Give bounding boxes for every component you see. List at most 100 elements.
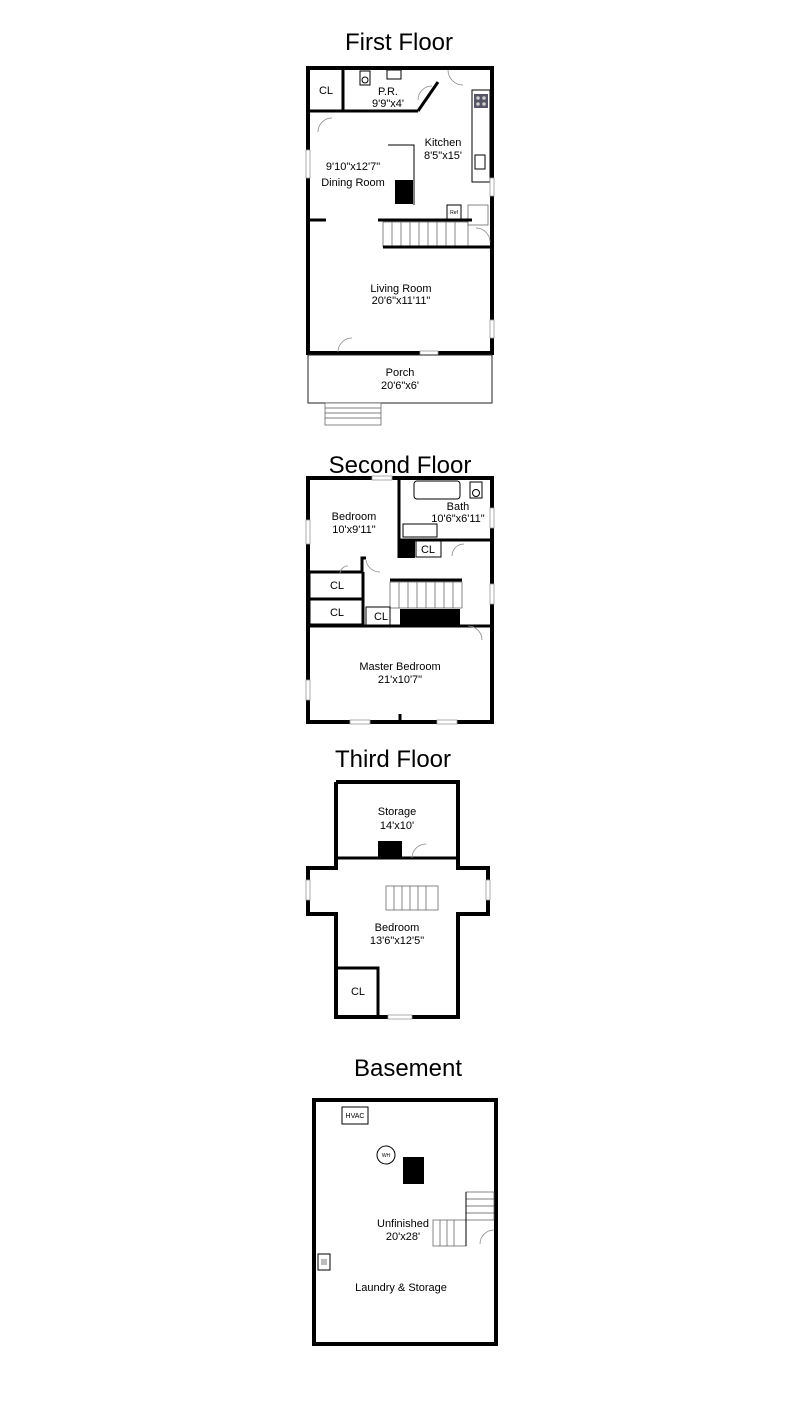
vanity-icon [402, 523, 438, 538]
pr-door [417, 85, 433, 101]
chimney [403, 1157, 424, 1184]
living-name: Living Room [370, 283, 431, 295]
third-bedroom-size: 13'6"x12'5" [370, 935, 424, 947]
second-floor: Second Floor Bedroom 10'x9'11" Bath 10'6… [305, 452, 495, 725]
toilet-bowl-icon [361, 76, 369, 84]
storage-door [411, 843, 427, 859]
window [305, 519, 311, 545]
bath-door [451, 543, 465, 557]
storage-size: 14'x10' [380, 820, 414, 832]
laundry-sink-icon [317, 1253, 331, 1271]
toilet-icon [359, 70, 371, 86]
basement-title: Basement [354, 1055, 462, 1082]
closet-c [365, 606, 391, 626]
third-cl-label: CL [351, 986, 365, 998]
bath-name: Bath [447, 501, 470, 513]
basement-door [475, 227, 491, 243]
closet-door [317, 117, 333, 133]
water-heater-icon [376, 1145, 396, 1165]
master-door [467, 625, 483, 641]
third-floor-title: Third Floor [335, 746, 451, 773]
first-floor-title: First Floor [345, 29, 453, 56]
first-floor-stairs [382, 221, 469, 248]
kitchen-door [447, 69, 464, 86]
cl-a-label: CL [330, 580, 344, 592]
window [489, 319, 495, 339]
closet-wall [336, 966, 380, 982]
bathtub-icon [413, 480, 461, 500]
toilet-icon [469, 481, 483, 499]
bedroom-door [365, 559, 381, 573]
dining-name: Dining Room [321, 177, 385, 189]
unfinished-size: 20'x28' [386, 1231, 420, 1243]
porch-size: 20'6"x6' [381, 380, 419, 392]
stair-treads [439, 1198, 494, 1246]
basement-stairs [432, 1219, 467, 1247]
window [371, 475, 393, 481]
laundry-label: Laundry & Storage [355, 1282, 447, 1294]
porch-name: Porch [386, 367, 415, 379]
bath-cl-label: CL [421, 544, 435, 556]
living-size: 20'6"x11'11" [372, 295, 431, 307]
stair-treads [398, 582, 454, 608]
chimney [378, 841, 402, 858]
pr-wall [416, 81, 440, 112]
window [485, 879, 491, 901]
ref-label: Ref [450, 210, 458, 216]
third-floor-outline [306, 780, 490, 1019]
third-floor-stairs [385, 885, 439, 911]
window [387, 1014, 413, 1020]
first-floor-outline [306, 66, 494, 355]
unfinished-name: Unfinished [377, 1218, 429, 1230]
cl-c-label: CL [374, 611, 388, 623]
landing-stairs [467, 204, 489, 226]
chimney [395, 180, 413, 204]
front-door [337, 337, 353, 353]
dining-partition [388, 144, 415, 205]
kitchen-name: Kitchen [425, 137, 462, 149]
window [419, 350, 439, 356]
window [489, 583, 495, 605]
window [436, 719, 458, 725]
master-size: 21'x10'7" [378, 674, 422, 686]
stair-wall-solid [400, 609, 460, 625]
second-bedroom-size: 10'x9'11" [332, 524, 375, 536]
kitchen-size: 8'5"x15' [424, 150, 462, 162]
first-floor: First Floor CL P.R. 9'9"x4' Kitchen 8'5"… [305, 29, 495, 426]
bath-size: 10'6"x6'11" [431, 513, 484, 525]
kitchen-sink-icon [474, 154, 486, 170]
porch-steps [324, 402, 382, 426]
cl-b-label: CL [330, 607, 344, 619]
second-bedroom-name: Bedroom [332, 511, 377, 523]
dining-size: 9'10"x12'7" [326, 161, 380, 173]
window [489, 177, 495, 197]
stove-icon [474, 94, 488, 108]
basement-stair-door [479, 1229, 495, 1245]
third-bedroom-name: Bedroom [375, 922, 420, 934]
basement-outline [312, 1098, 498, 1346]
master-name: Master Bedroom [359, 661, 440, 673]
sink-icon [386, 69, 402, 80]
bath-closet [415, 540, 442, 558]
hvac-unit [341, 1106, 369, 1125]
chimney [400, 540, 415, 558]
window [305, 149, 311, 179]
basement: Basement HVAC WH Unfinished 20'x28' Laun… [312, 1055, 498, 1346]
stair-treads [393, 886, 427, 910]
wh-label: WH [382, 1153, 391, 1159]
window [305, 879, 311, 901]
closet-door [339, 565, 349, 575]
stair-treads [391, 222, 456, 247]
kitchen-counter [471, 89, 491, 183]
hvac-label: HVAC [346, 1113, 365, 1120]
third-floor: Third Floor Storage 14'x10' Bedroom 13'6… [305, 746, 491, 1020]
storage-name: Storage [378, 806, 417, 818]
pr-name: P.R. [378, 86, 398, 98]
pr-size: 9'9"x4' [372, 98, 404, 110]
first-cl-label: CL [319, 85, 333, 97]
window [305, 679, 311, 701]
second-floor-title: Second Floor [329, 452, 472, 479]
window [349, 719, 371, 725]
bedroom-wall [308, 556, 366, 574]
